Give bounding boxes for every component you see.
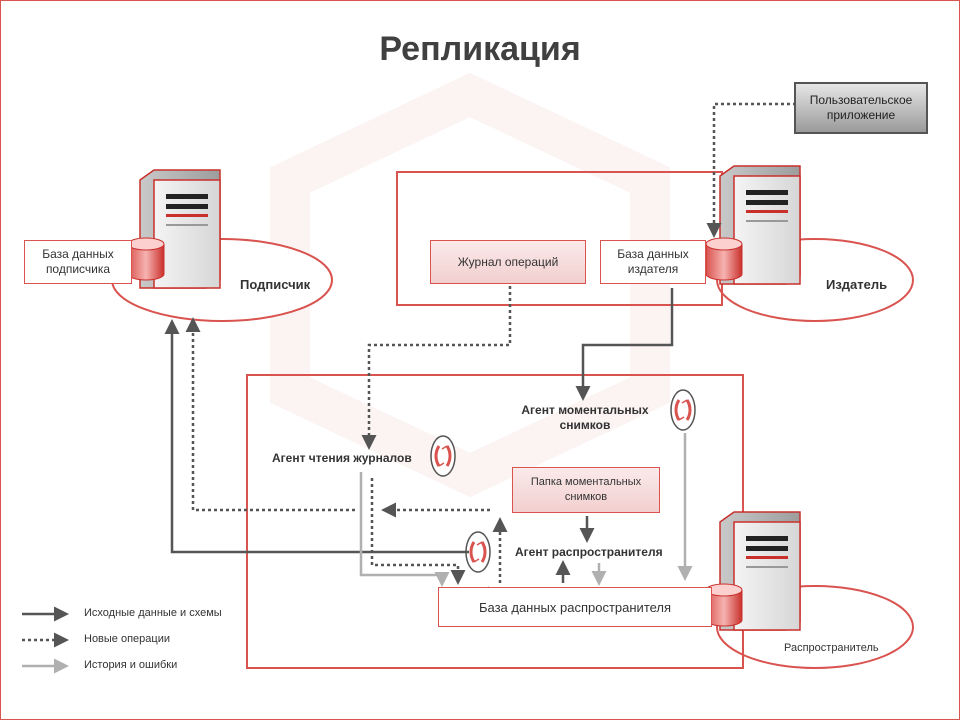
snapshot-folder-label: Папка моментальных снимков	[530, 476, 642, 503]
page-title: Репликация	[379, 30, 581, 68]
user-app-box[interactable]: Пользовательское приложение	[794, 82, 928, 134]
publisher-database-icon	[705, 237, 743, 281]
subscriber-db-label: База данных подписчика	[42, 247, 114, 276]
snapshot-agent-label: Агент моментальных снимков	[521, 403, 649, 432]
log-reader-agent-label: Агент чтения журналов	[272, 451, 412, 465]
publisher-db-label: База данных издателя	[617, 247, 689, 276]
legend-lines	[22, 606, 69, 674]
gray-flows	[359, 433, 693, 587]
snapshot-folder-box: Папка моментальных снимков	[512, 467, 660, 513]
solid-flows	[164, 288, 674, 583]
distribution-agent-label: Агент распространителя	[515, 545, 663, 559]
distributor-db-box: База данных распространителя	[438, 587, 712, 627]
op-log-label: Журнал операций	[457, 254, 559, 269]
publisher-db-box: База данных издателя	[600, 240, 706, 284]
subscriber-label: Подписчик	[240, 277, 311, 292]
snapshot-agent-icon	[669, 388, 697, 432]
legend-solid-label: Исходные данные и схемы	[84, 607, 222, 619]
distributor-db-label: База данных распространителя	[478, 599, 672, 615]
op-log-box: Журнал операций	[430, 240, 586, 284]
log-reader-agent-icon	[429, 434, 457, 478]
publisher-label: Издатель	[826, 277, 888, 292]
subscriber-database-icon	[127, 237, 165, 281]
distribution-agent-icon	[464, 530, 492, 574]
distributor-label: Распространитель	[784, 642, 879, 654]
legend-gray-label: История и ошибки	[84, 659, 178, 671]
legend-dotted-label: Новые операции	[84, 633, 171, 645]
background-watermark	[270, 72, 670, 498]
user-app-label: Пользовательское приложение	[809, 93, 913, 122]
publisher-container	[396, 171, 723, 306]
subscriber-db-box: База данных подписчика	[24, 240, 132, 284]
